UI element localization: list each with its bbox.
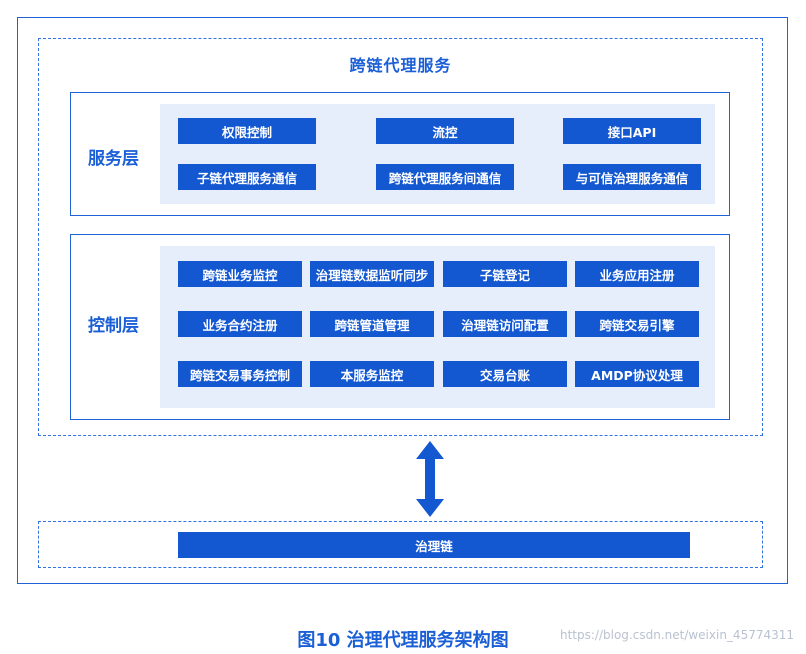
control-item-4: 业务应用注册 [575, 261, 699, 287]
service-item-permission: 权限控制 [178, 118, 316, 144]
control-item-12: AMDP协议处理 [575, 361, 699, 387]
control-item-10: 本服务监控 [310, 361, 434, 387]
control-item-5: 业务合约注册 [178, 311, 302, 337]
control-item-11: 交易台账 [443, 361, 567, 387]
bidirectional-arrow-icon [416, 441, 444, 517]
service-layer-label: 服务层 [88, 149, 139, 169]
caption-text: 图10 治理代理服务架构图 [297, 630, 509, 651]
control-layer-label: 控制层 [88, 316, 139, 336]
control-item-2: 治理链数据监听同步 [310, 261, 434, 287]
control-item-9: 跨链交易事务控制 [178, 361, 302, 387]
control-item-3: 子链登记 [443, 261, 567, 287]
governance-chain-bar: 治理链 [178, 532, 690, 558]
outer-frame [17, 17, 788, 584]
figure-caption: 图10 治理代理服务架构图 [0, 626, 806, 652]
control-item-1: 跨链业务监控 [178, 261, 302, 287]
cross-chain-proxy-service-boundary [38, 38, 763, 436]
service-item-subchain-comm: 子链代理服务通信 [178, 164, 316, 190]
watermark: https://blog.csdn.net/weixin_45774311 [560, 628, 795, 642]
control-item-7: 治理链访问配置 [443, 311, 567, 337]
service-item-governance-comm: 与可信治理服务通信 [563, 164, 701, 190]
governance-chain-boundary [38, 521, 763, 568]
control-item-8: 跨链交易引擎 [575, 311, 699, 337]
service-item-flow-control: 流控 [376, 118, 514, 144]
service-item-inter-proxy-comm: 跨链代理服务间通信 [376, 164, 514, 190]
control-item-6: 跨链管道管理 [310, 311, 434, 337]
service-item-api: 接口API [563, 118, 701, 144]
service-title: 跨链代理服务 [349, 56, 452, 75]
